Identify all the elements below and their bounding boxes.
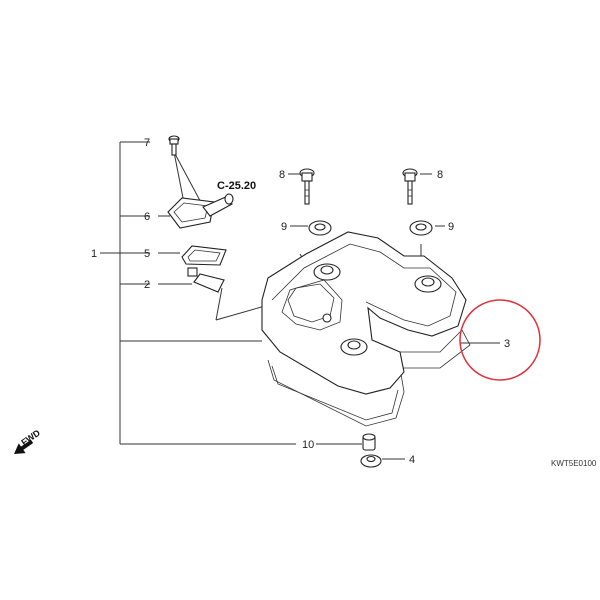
part-6-breather-cover bbox=[167, 193, 234, 229]
part-8-bolt-right bbox=[402, 168, 418, 205]
callout-2: 2 bbox=[144, 279, 150, 291]
highlight-circle bbox=[459, 299, 541, 381]
callout-9-right: 9 bbox=[448, 221, 454, 233]
callout-5: 5 bbox=[144, 248, 150, 260]
callout-8-left: 8 bbox=[279, 169, 285, 181]
part-4-grommet bbox=[360, 454, 382, 468]
image-code: KWT5E0100 bbox=[551, 459, 597, 468]
reference-label: C-25.20 bbox=[217, 180, 256, 192]
part-2-plate bbox=[187, 267, 225, 293]
callout-7: 7 bbox=[144, 137, 150, 149]
callout-4: 4 bbox=[409, 454, 415, 466]
part-9-washer-right bbox=[409, 220, 433, 236]
part-10-collar bbox=[362, 433, 376, 451]
callout-9-left: 9 bbox=[281, 221, 287, 233]
group-bracket bbox=[100, 141, 296, 445]
part-9-washer-left bbox=[308, 220, 332, 236]
callout-10: 10 bbox=[302, 439, 314, 451]
forward-arrow-icon bbox=[14, 439, 34, 454]
part-7-bolt bbox=[168, 135, 180, 156]
callout-3: 3 bbox=[504, 338, 510, 350]
callout-8-right: 8 bbox=[437, 169, 443, 181]
part-main-head-cover bbox=[261, 231, 467, 395]
part-8-bolt-left bbox=[299, 168, 315, 205]
part-5-gasket bbox=[181, 245, 227, 266]
callout-1: 1 bbox=[91, 248, 97, 260]
callout-6: 6 bbox=[144, 211, 150, 223]
